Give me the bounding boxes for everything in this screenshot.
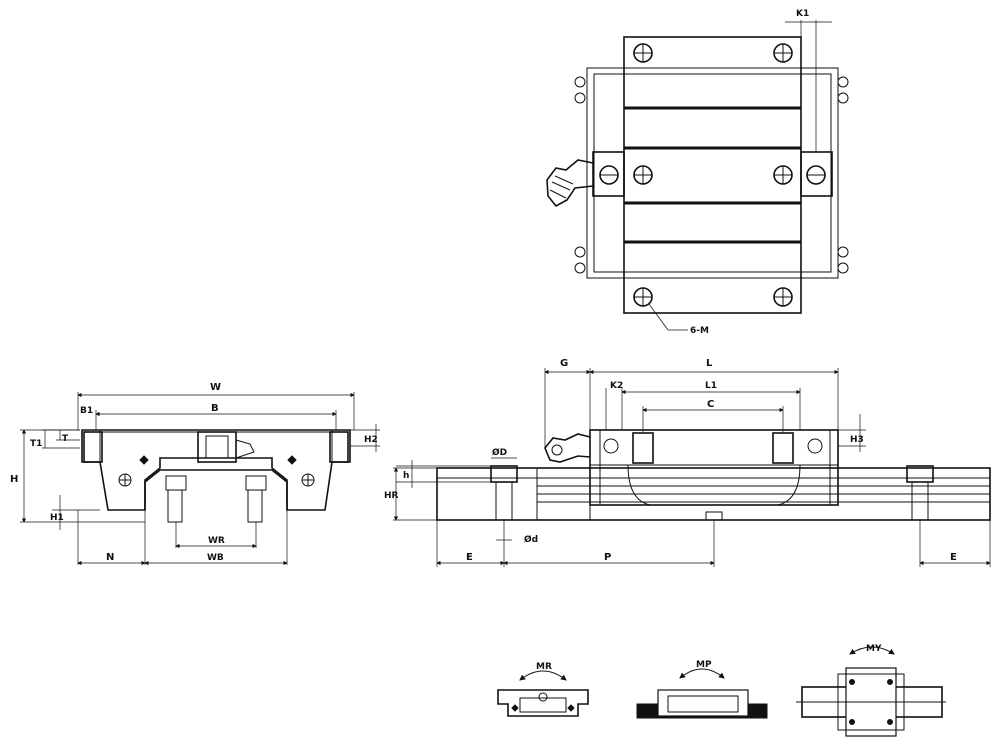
- label-my: MY: [866, 644, 882, 654]
- label-n: N: [106, 552, 114, 563]
- moment-mp: MP: [636, 660, 768, 719]
- label-t1: T1: [30, 439, 42, 449]
- label-l1: L1: [705, 381, 717, 391]
- label-h: H: [10, 474, 18, 485]
- moment-my: MY: [796, 644, 946, 737]
- label-p: P: [604, 552, 611, 563]
- label-phi-d-small: Ød: [524, 534, 538, 545]
- label-hr: HR: [384, 491, 399, 501]
- moment-mr: MR: [497, 662, 589, 717]
- label-wb: WB: [207, 553, 224, 563]
- mounting-holes: [599, 43, 826, 307]
- label-h2: H2: [364, 435, 378, 445]
- label-t: T: [62, 434, 69, 444]
- label-k1: K1: [796, 9, 809, 19]
- side-view: G L L1 K2 C H3 ØD h HR: [384, 358, 991, 567]
- label-h1: H1: [50, 513, 64, 523]
- label-e-right: E: [950, 552, 957, 563]
- label-b1: B1: [80, 406, 93, 416]
- label-wr: WR: [208, 536, 225, 546]
- label-phi-d-big: ØD: [492, 447, 507, 458]
- label-h-small: h: [403, 471, 409, 481]
- label-k2: K2: [610, 381, 623, 391]
- front-view: W B B1 T1 T H H1 H2 WR N: [10, 382, 380, 566]
- grease-nipple-icon: [546, 159, 594, 208]
- label-l: L: [706, 358, 713, 369]
- top-view: K1 6-M: [546, 9, 849, 336]
- label-h3: H3: [850, 435, 864, 445]
- label-e-left: E: [466, 552, 473, 563]
- label-mp: MP: [696, 660, 712, 670]
- label-b: B: [211, 403, 219, 414]
- label-c: C: [707, 399, 714, 410]
- label-mr: MR: [536, 662, 552, 672]
- label-w: W: [210, 382, 221, 393]
- label-g: G: [560, 358, 568, 369]
- label-6-m: 6-M: [690, 326, 709, 336]
